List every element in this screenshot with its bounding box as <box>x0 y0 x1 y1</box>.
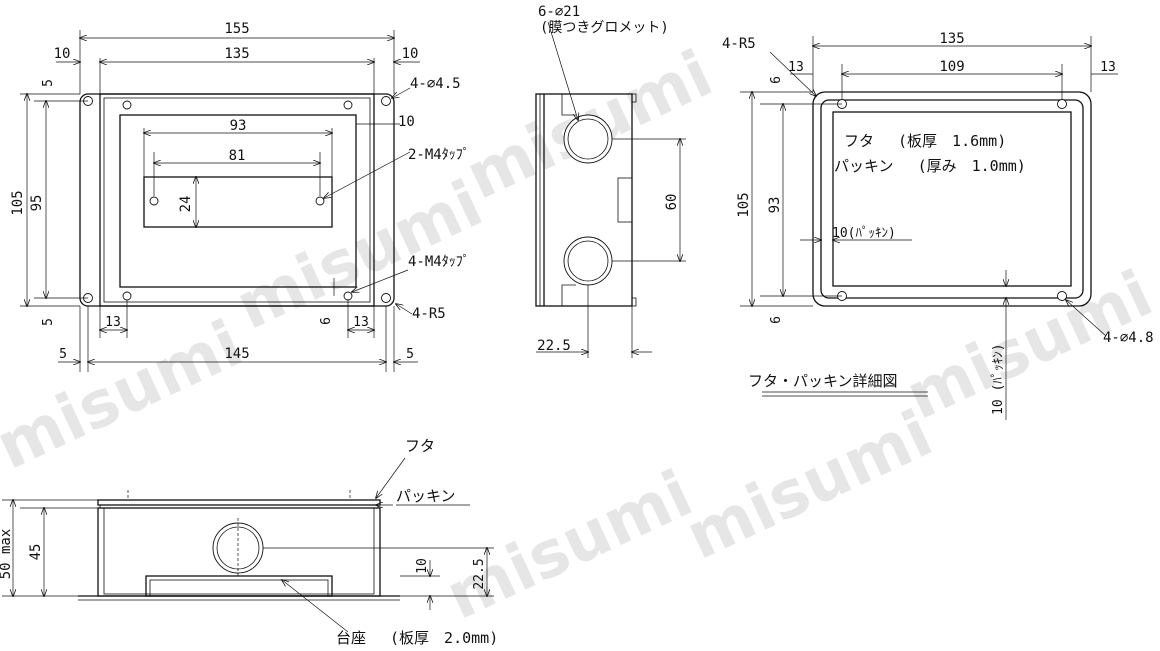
dim-lid-6-top: 6 <box>769 76 784 84</box>
dim-tap-label-top: 2-M4ﾀｯﾌﾟ <box>408 147 470 163</box>
caption-lid-gasket-detail: フタ・パッキン詳細図 <box>748 372 898 390</box>
label-section-gasket: パッキン <box>396 487 456 505</box>
dim-radius: 4-R5 <box>412 306 446 322</box>
dim-5-left: 5 <box>59 347 67 362</box>
dim-gasket-10: 10(ﾊﾟｯｷﾝ) <box>832 226 896 241</box>
dim-hole-label: 4-⌀4.5 <box>410 76 461 92</box>
lid-inner-window <box>832 111 1072 287</box>
dim-10-left: 10 <box>54 46 71 62</box>
dim-lid-93: 93 <box>767 197 783 214</box>
tap-tr <box>343 100 353 110</box>
dim-145: 145 <box>224 346 249 362</box>
tap-bl <box>122 291 132 301</box>
label-gasket-thickness: パッキン (厚み 1.0mm) <box>834 157 1026 175</box>
dim-105: 105 <box>10 190 26 215</box>
tap-tl <box>122 100 132 110</box>
lid-outer <box>812 91 1092 307</box>
dim-lid-135: 135 <box>939 31 964 47</box>
front-body-inner <box>103 97 371 303</box>
dim-155: 155 <box>224 21 249 37</box>
dim-6: 6 <box>319 317 334 325</box>
dim-lid-109: 109 <box>939 59 964 75</box>
label-section-lid: フタ <box>405 437 435 455</box>
grommet-top <box>563 114 613 164</box>
dim-grommet-desc: (膜つきグロメット) <box>540 20 669 36</box>
grommet-bottom <box>563 236 613 286</box>
dim-5-right: 5 <box>406 347 414 362</box>
tap-window-right <box>315 196 325 206</box>
dim-tap-label-bottom: 4-M4ﾀｯﾌﾟ <box>408 254 470 270</box>
dim-81: 81 <box>229 148 246 164</box>
section-base <box>145 575 333 597</box>
watermark-text-6: misumi <box>435 457 703 634</box>
dim-gasket-10-vertical: 10 (ﾊﾟｯｷﾝ) <box>991 343 1006 415</box>
dim-side-22-5: 22.5 <box>537 338 571 354</box>
side-view: 6-⌀21 (膜つきグロメット) 60 22.5 <box>535 4 686 358</box>
dim-grommet-label: 6-⌀21 <box>538 4 580 20</box>
dim-10-gap: 10 <box>398 114 415 130</box>
lid-hole-tr <box>1057 99 1067 109</box>
side-lid-bottom <box>631 297 637 307</box>
dim-93: 93 <box>230 118 247 134</box>
dim-section-22-5: 22.5 <box>472 558 487 589</box>
front-body <box>99 93 375 307</box>
dim-13-br: 13 <box>353 315 369 330</box>
dim-section-10: 10 <box>415 558 430 574</box>
side-window <box>617 177 633 223</box>
dim-lid-13-left: 13 <box>788 60 804 75</box>
dim-95: 95 <box>29 195 45 212</box>
dim-lid-hole-label: 4-⌀4.8 <box>1103 330 1154 346</box>
dim-10-right: 10 <box>402 46 419 62</box>
side-lid-top <box>631 93 637 103</box>
dim-135: 135 <box>224 46 249 62</box>
section-view: フタ パッキン 50 max 45 10 22.5 台座 (板厚 2.0mm) <box>0 437 498 647</box>
front-tap-plate <box>143 176 333 228</box>
front-window <box>119 114 357 288</box>
dim-5-top: 5 <box>41 79 56 87</box>
label-section-base: 台座 (板厚 2.0mm) <box>336 629 498 647</box>
watermark-text-1: misumi <box>0 307 253 484</box>
dim-side-60: 60 <box>664 194 680 211</box>
dim-section-45: 45 <box>28 544 44 561</box>
dim-lid-radius: 4-R5 <box>722 36 756 52</box>
lid-hole-br <box>1057 291 1067 301</box>
label-lid-thickness: フタ (板厚 1.6mm) <box>844 132 1006 150</box>
tap-br <box>343 291 353 301</box>
dim-lid-105: 105 <box>736 192 752 217</box>
hole-br <box>381 293 391 303</box>
watermark-text-4: misumi <box>675 397 943 574</box>
front-view: 155 135 10 10 4-⌀4.5 93 10 81 2-M4ﾀｯﾌﾟ 2… <box>10 21 470 372</box>
dim-50-max: 50 max <box>0 529 14 580</box>
lid-view: 4-R5 135 109 13 13 105 93 6 6 フタ (板厚 1.6… <box>722 31 1154 420</box>
lid-gasket-outline <box>820 99 1084 299</box>
dim-13-bl: 13 <box>105 315 121 330</box>
dim-24: 24 <box>178 196 194 213</box>
dim-lid-13-right: 13 <box>1100 60 1116 75</box>
hole-tr <box>381 96 391 106</box>
section-lid <box>97 499 381 506</box>
tap-window-left <box>149 196 159 206</box>
dim-5-bottom: 5 <box>41 318 56 326</box>
dim-lid-6-bottom: 6 <box>769 316 784 324</box>
